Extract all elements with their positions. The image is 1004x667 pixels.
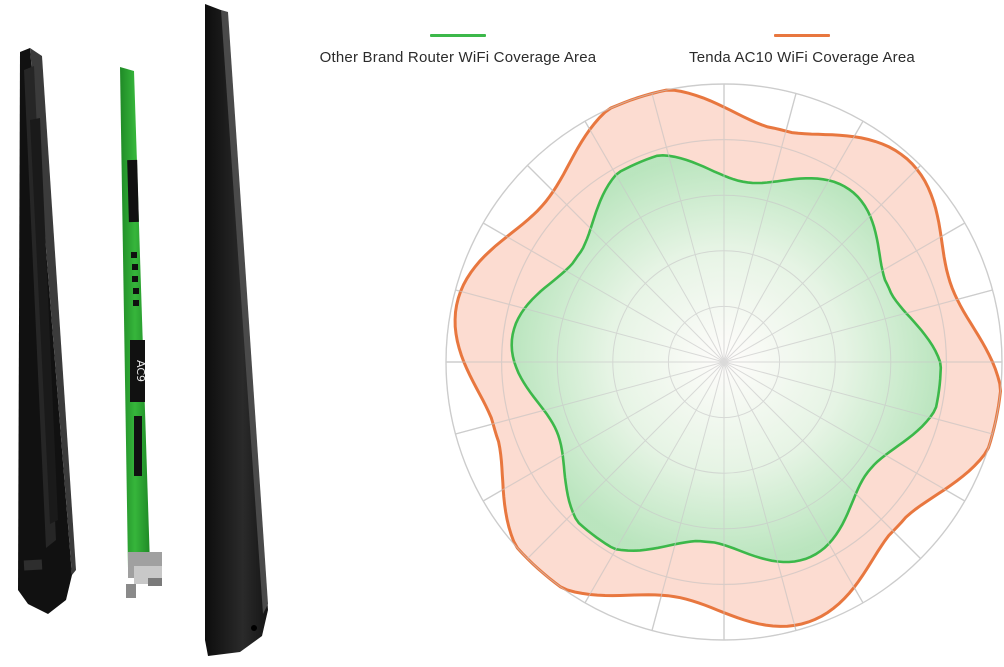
grid-spoke — [482, 361, 725, 502]
polar-grid-overlay — [445, 83, 1003, 641]
grid-spoke — [527, 165, 725, 363]
grid-spoke — [723, 120, 864, 363]
antenna-pcb-board: AC9 — [120, 67, 162, 598]
grid-spoke — [723, 93, 797, 363]
legend-swatch-tenda — [774, 34, 830, 37]
antenna-front-housing — [205, 4, 268, 656]
grid-spoke — [723, 361, 921, 559]
legend-item-tenda: Tenda AC10 WiFi Coverage Area — [686, 34, 918, 66]
antenna-rear-housing — [18, 48, 76, 614]
pcb-label: AC9 — [134, 360, 147, 382]
grid-spoke — [482, 222, 725, 363]
legend-swatch-other-brand — [430, 34, 486, 37]
grid-spoke — [723, 361, 993, 435]
legend-label-tenda: Tenda AC10 WiFi Coverage Area — [689, 49, 915, 66]
grid-spoke — [723, 222, 966, 363]
grid-spoke — [584, 361, 725, 604]
grid-spoke — [584, 120, 725, 363]
grid-spoke — [723, 165, 921, 363]
grid-spoke — [527, 361, 725, 559]
grid-spoke — [723, 361, 966, 502]
grid-spoke — [651, 361, 725, 631]
grid-spoke — [723, 361, 864, 604]
legend-label-other-brand: Other Brand Router WiFi Coverage Area — [319, 49, 597, 66]
grid-spoke — [723, 361, 797, 631]
grid-spoke — [455, 289, 725, 363]
grid-spoke — [651, 93, 725, 363]
grid-spoke — [455, 361, 725, 435]
grid-spoke — [723, 289, 993, 363]
legend-item-other-brand: Other Brand Router WiFi Coverage Area — [318, 34, 598, 66]
